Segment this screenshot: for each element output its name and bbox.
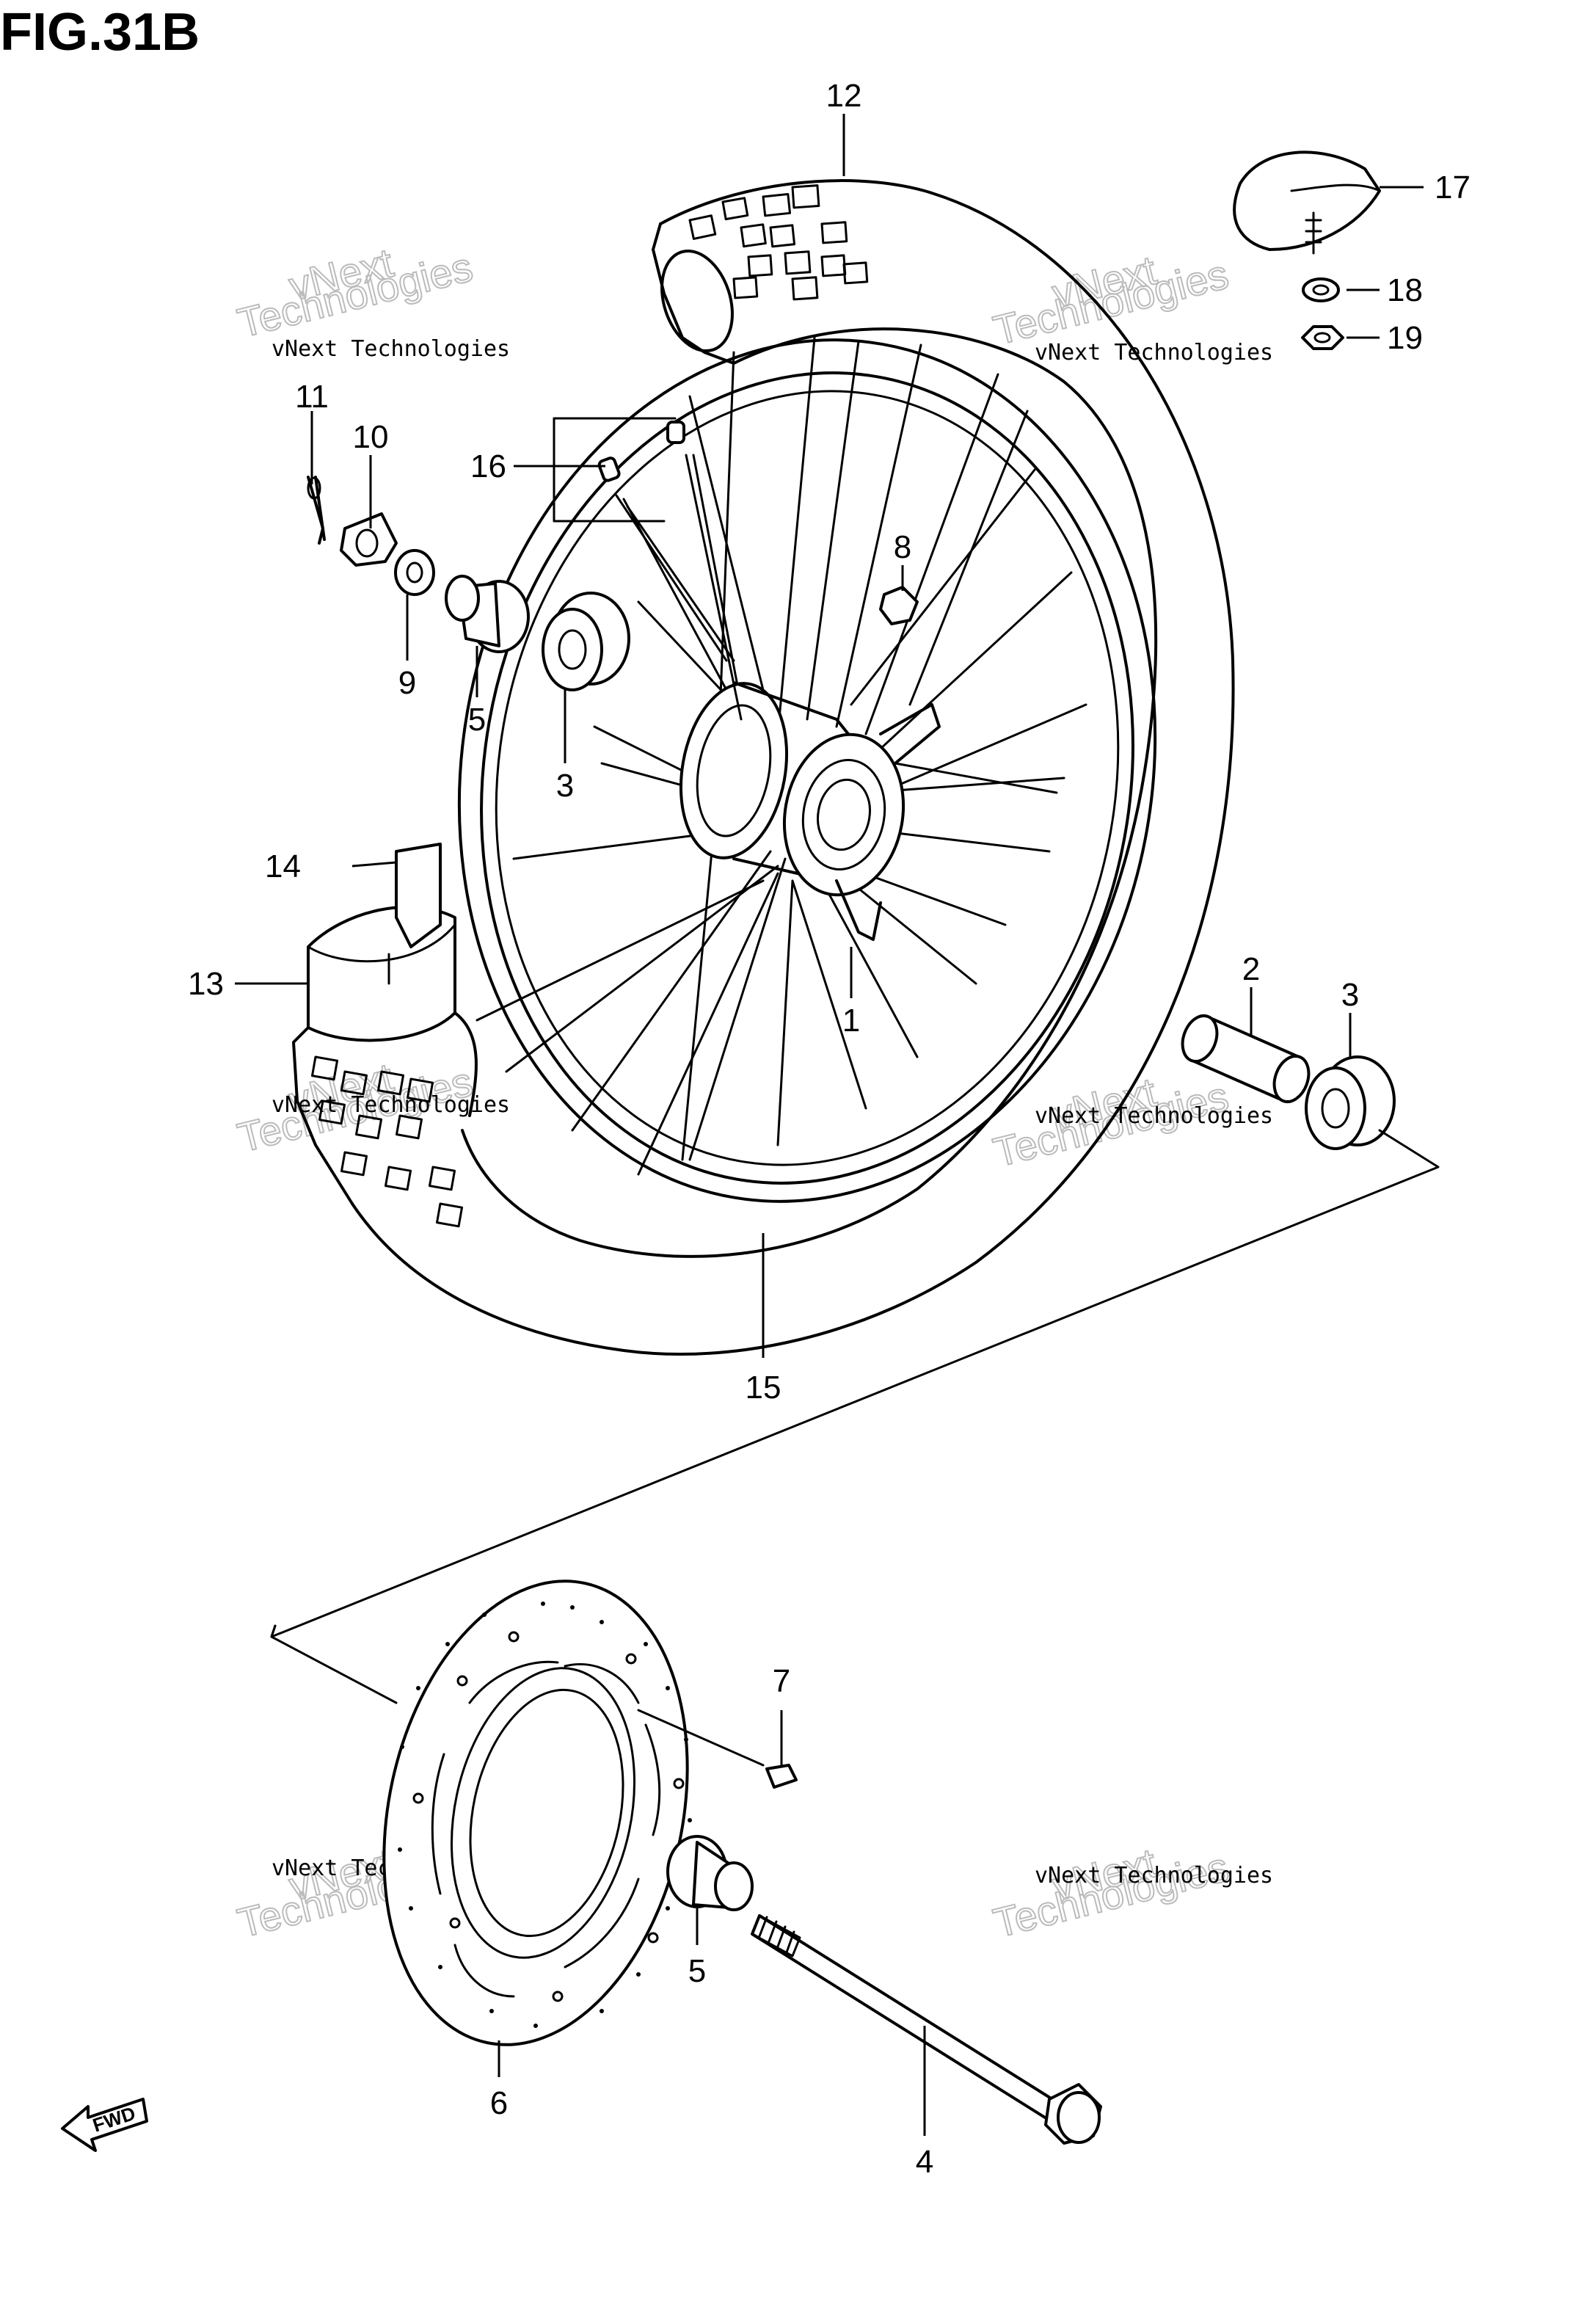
callout-12: 12 — [826, 78, 862, 114]
hub — [679, 681, 941, 941]
figure-title: FIG.31B — [0, 3, 200, 62]
spacer — [1181, 1014, 1311, 1103]
callout-7: 7 — [773, 1663, 790, 1699]
spoke-nipple-group — [553, 417, 743, 721]
cotter-pin — [307, 476, 326, 545]
watermark-bottom-right: Technologies vNext vNext Technologies — [988, 1839, 1273, 1947]
rim — [457, 338, 1157, 1203]
watermark-text: vNext Technologies — [272, 336, 510, 362]
callout-labels: 12 17 18 19 11 10 16 8 9 5 3 14 13 1 2 3… — [188, 78, 1471, 2180]
bearing-right — [1305, 1055, 1396, 1150]
valve-washer — [1302, 277, 1340, 302]
callout-8: 8 — [894, 529, 911, 565]
watermark-mid-right: Technologies vNext vNext Technologies — [988, 1068, 1273, 1177]
assembly-guide-lines — [270, 1129, 1440, 1704]
tire-tread-top — [688, 184, 869, 301]
callout-4: 4 — [916, 2144, 933, 2180]
callout-19: 19 — [1387, 320, 1423, 356]
rim-band — [1233, 150, 1381, 255]
washer — [394, 549, 435, 596]
tire-tread-bottom — [310, 1055, 464, 1228]
valve-nut — [1301, 325, 1344, 350]
callout-3-left: 3 — [556, 768, 574, 804]
tire — [351, 179, 1235, 1356]
callout-14: 14 — [265, 848, 301, 884]
callout-11: 11 — [295, 379, 329, 415]
bearing-left — [542, 592, 630, 691]
callout-15: 15 — [746, 1370, 781, 1406]
watermark-text: vNext Technologies — [1035, 340, 1273, 366]
watermark-text: vNext Technologies — [1035, 1863, 1273, 1889]
callout-13: 13 — [188, 966, 224, 1002]
callout-10: 10 — [353, 419, 389, 455]
callout-16: 16 — [470, 448, 506, 484]
callout-1: 1 — [842, 1003, 860, 1039]
rim-tape — [292, 905, 478, 1228]
callout-2: 2 — [1242, 951, 1260, 987]
collar-left — [445, 575, 530, 653]
callout-5-upper: 5 — [468, 702, 486, 738]
brake-disc — [382, 1579, 692, 2046]
watermark-text: vNext Technologies — [1035, 1103, 1273, 1129]
collar-right — [666, 1835, 754, 1911]
rim-lock — [387, 843, 442, 985]
callout-6: 6 — [490, 2085, 508, 2121]
callout-5-lower: 5 — [688, 1953, 706, 1989]
nut-small — [879, 586, 919, 625]
callout-9: 9 — [398, 665, 416, 701]
watermark-top-left: Technologies vNext vNext Technologies — [233, 239, 510, 362]
castle-nut — [340, 512, 398, 567]
callout-17: 17 — [1435, 170, 1471, 206]
leader-lines — [235, 114, 1424, 2136]
callout-3-right: 3 — [1341, 977, 1359, 1013]
disc-bolt — [637, 1709, 798, 1789]
axle — [751, 1914, 1102, 2145]
fwd-arrow-icon: FWD — [61, 2098, 148, 2152]
callout-18: 18 — [1387, 272, 1423, 308]
